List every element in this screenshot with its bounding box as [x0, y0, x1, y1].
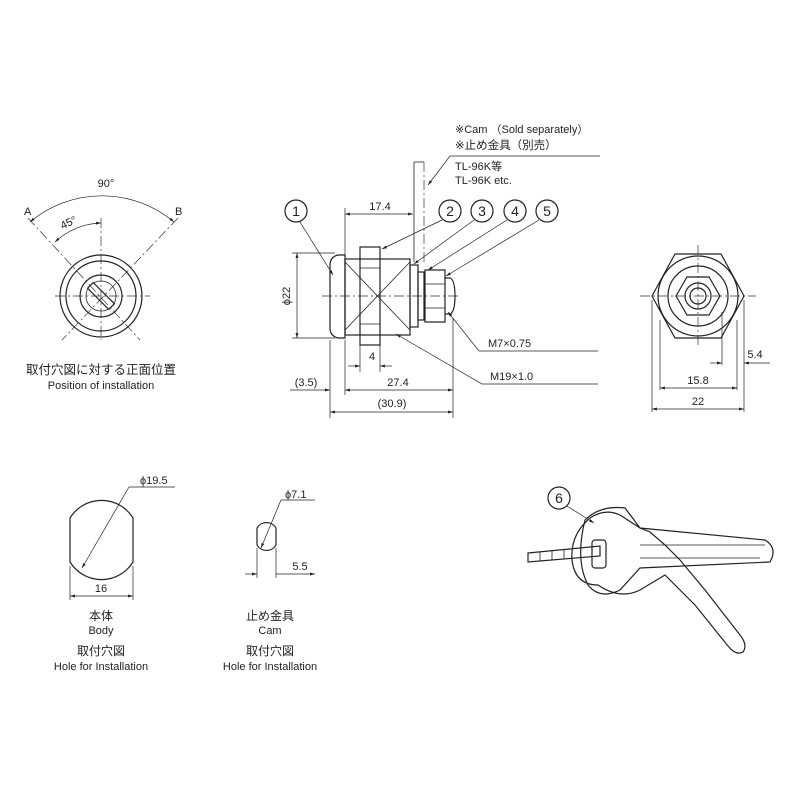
- rear-view: 5.4 15.8 22: [640, 245, 770, 412]
- balloon-1: 1: [284, 199, 308, 223]
- dim-3-5: (3.5): [295, 377, 318, 389]
- balloon-3: 3: [470, 199, 494, 223]
- cam-label-jp: 止め金具: [246, 608, 294, 623]
- front-caption-jp: 取付穴図に対する正面位置: [26, 362, 176, 377]
- cam-model-jp: TL-96K等: [455, 159, 502, 173]
- keys-illustration: 6: [527, 486, 774, 654]
- dim-27-4: 27.4: [387, 377, 408, 389]
- body-hole-width: 16: [95, 583, 107, 595]
- svg-text:2: 2: [446, 203, 454, 219]
- svg-text:3: 3: [478, 203, 486, 219]
- svg-text:1: 1: [292, 203, 300, 219]
- svg-text:4: 4: [511, 203, 519, 219]
- svg-text:6: 6: [555, 490, 563, 506]
- thread-m7-label: M7×0.75: [488, 338, 531, 350]
- dim-30-9: (30.9): [378, 398, 407, 410]
- body-hole-diameter: ϕ19.5: [140, 475, 168, 487]
- dim-15-8: 15.8: [687, 375, 708, 387]
- position-a-label: A: [24, 206, 32, 218]
- cam-label-en: Cam: [258, 625, 281, 637]
- dim-5-4: 5.4: [747, 349, 762, 361]
- svg-text:5: 5: [543, 203, 551, 219]
- position-b-label: B: [175, 206, 182, 218]
- cam-hole-view: ϕ7.1 5.5 止め金具 Cam 取付穴図 Hole for Installa…: [223, 489, 317, 673]
- body-caption-en: Hole for Installation: [54, 661, 148, 673]
- balloon-2: 2: [438, 199, 462, 223]
- dim-22: 22: [692, 396, 704, 408]
- side-view: 17.4 ϕ22 4 27.4 (3.5) (30.9) 1 2 3 4 5 M…: [281, 123, 600, 418]
- dim-diameter-22: ϕ22: [281, 287, 293, 305]
- thread-m19-label: M19×1.0: [490, 371, 533, 383]
- angle-45-label: 45°: [59, 214, 79, 232]
- cam-caption-en: Hole for Installation: [223, 661, 317, 673]
- body-hole-view: ϕ19.5 16 本体 Body 取付穴図 Hole for Installat…: [54, 475, 175, 673]
- balloon-4: 4: [503, 199, 527, 223]
- cam-note-jp: ※止め金具（別売）: [455, 138, 557, 152]
- dim-17-4: 17.4: [369, 201, 390, 213]
- dim-4: 4: [369, 351, 375, 363]
- body-label-jp: 本体: [89, 609, 113, 623]
- body-label-en: Body: [88, 625, 114, 637]
- cam-hole-width: 5.5: [292, 561, 307, 573]
- front-view: 90° 45° A B 取付穴図に対する正面位置 Position of ins…: [24, 178, 182, 392]
- cam-model-en: TL-96K etc.: [455, 175, 512, 187]
- body-caption-jp: 取付穴図: [77, 643, 125, 658]
- angle-90-label: 90°: [98, 178, 115, 190]
- balloon-6: 6: [547, 486, 571, 510]
- balloon-5: 5: [535, 199, 559, 223]
- cam-note-en: ※Cam （Sold separately）: [455, 123, 588, 136]
- cam-caption-jp: 取付穴図: [246, 643, 294, 658]
- front-caption-en: Position of installation: [48, 380, 154, 392]
- cam-hole-diameter: ϕ7.1: [285, 489, 306, 501]
